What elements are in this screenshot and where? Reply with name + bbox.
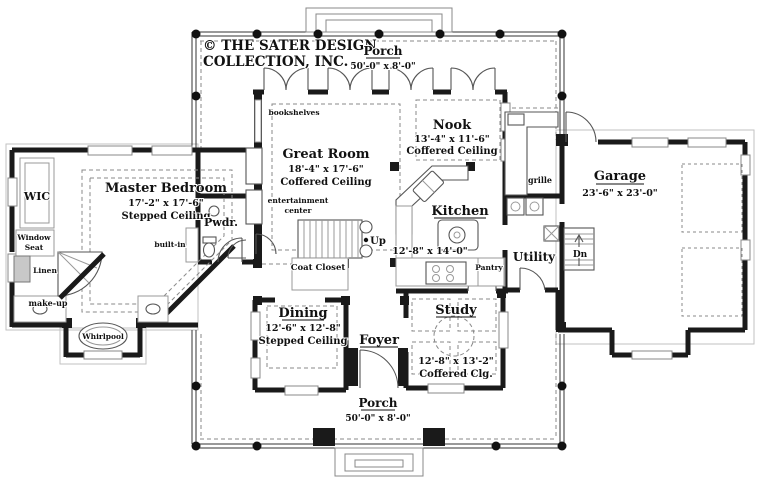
great-room-label: Great Room 18'-4" x 17'-6" Coffered Ceil… — [279, 146, 372, 189]
coat-closet-box — [291, 257, 349, 291]
svg-text:17'-2" x 17'-6": 17'-2" x 17'-6" — [128, 198, 204, 209]
entertainment-niche — [245, 189, 263, 225]
bookshelves-label: bookshelves — [268, 108, 319, 117]
dining-label: Dining 12'-6" x 12'-8" Stepped Ceiling — [257, 305, 348, 348]
built-in-cabinet — [185, 227, 199, 263]
svg-text:Nook: Nook — [433, 118, 472, 133]
window-seat-bench — [15, 229, 55, 257]
porch-steps-top — [305, 7, 453, 33]
svg-text:Study: Study — [435, 303, 477, 318]
svg-text:Porch: Porch — [363, 44, 402, 58]
french-doors — [263, 67, 496, 91]
svg-text:Dining: Dining — [278, 306, 327, 321]
svg-text:Seat: Seat — [25, 243, 44, 252]
stairs-down — [563, 227, 595, 271]
svg-text:entertainment: entertainment — [268, 196, 329, 205]
porch-steps-bottom — [313, 428, 445, 477]
porch-bottom-label: Porch 50'-0" x 8'-0" — [344, 395, 411, 425]
windows — [7, 102, 751, 396]
labels: © THE SATER DESIGN COLLECTION, INC. Porc… — [15, 37, 659, 425]
svg-text:Master Bedroom: Master Bedroom — [105, 181, 227, 196]
coat-closet-label: Coat Closet — [291, 263, 346, 273]
closet-door — [255, 233, 277, 255]
pwdr-fixtures — [202, 205, 220, 258]
pwdr-sink — [208, 205, 220, 217]
porch-top-label: Porch 50'-0" x 8'-0" — [349, 43, 416, 73]
svg-text:50'-0" x 8'-0": 50'-0" x 8'-0" — [345, 414, 410, 424]
dn-label: Dn — [572, 249, 589, 261]
pwdr-door — [227, 239, 247, 259]
grille-label: grille — [528, 175, 552, 185]
copyright-line1: © THE SATER DESIGN — [203, 38, 377, 54]
svg-text:center: center — [285, 206, 313, 215]
svg-text:50'-0" x 8'-0": 50'-0" x 8'-0" — [350, 62, 415, 72]
foyer-label: Foyer — [358, 332, 400, 349]
svg-text:Coffered Ceiling: Coffered Ceiling — [406, 146, 497, 157]
nook-label: Nook 13'-4" x 11'-6" Coffered Ceiling — [405, 117, 498, 158]
svg-text:Window: Window — [16, 233, 51, 242]
porch-columns — [191, 29, 567, 451]
kitchen-sink — [412, 170, 444, 202]
makeup-label: make-up — [28, 298, 67, 308]
svg-text:Kitchen: Kitchen — [431, 204, 489, 219]
linen-label: Linen — [33, 266, 57, 275]
study-label: Study 12'-8" x 13'-2" Coffered Clg. — [417, 302, 495, 381]
utility-label: Utility — [512, 249, 557, 265]
svg-text:Coffered Ceiling: Coffered Ceiling — [280, 177, 371, 188]
up-label: Up — [369, 235, 387, 248]
pantry-closet — [477, 257, 505, 287]
svg-text:12'-8" x 14'-0": 12'-8" x 14'-0" — [392, 246, 468, 257]
garage-label: Garage 23'-6" x 23'-0" — [581, 168, 659, 200]
grille-sink — [507, 113, 525, 126]
whirlpool-label: Whirlpool — [81, 332, 124, 341]
garage-entry-door — [565, 111, 597, 143]
svg-text:Utility: Utility — [513, 250, 556, 264]
bookshelf-niche — [254, 99, 262, 143]
svg-text:18'-4" x 17'-6": 18'-4" x 17'-6" — [288, 164, 364, 175]
built-in-label: built-in — [154, 240, 186, 249]
svg-text:Porch: Porch — [358, 396, 397, 410]
svg-text:Garage: Garage — [594, 169, 646, 184]
entertainment-center-label: entertainment center — [267, 195, 330, 216]
utility-door — [519, 267, 546, 291]
svg-text:12'-8" x 13'-2": 12'-8" x 13'-2" — [418, 356, 494, 367]
svg-text:Coffered Clg.: Coffered Clg. — [419, 369, 493, 380]
grille-counter — [504, 111, 559, 196]
svg-text:13'-4" x 11'-6": 13'-4" x 11'-6" — [414, 134, 490, 145]
wic-label: WIC — [23, 190, 50, 203]
master-suite-fixtures — [13, 157, 199, 350]
svg-text:Foyer: Foyer — [359, 333, 399, 348]
master-bedroom-label: Master Bedroom 17'-2" x 17'-6" Stepped C… — [104, 180, 228, 223]
svg-text:Dn: Dn — [573, 250, 588, 260]
pantry-label: Pantry — [475, 263, 503, 272]
range — [425, 261, 467, 285]
toilet — [202, 242, 216, 258]
stairs-up — [297, 219, 373, 259]
window-seat-label: Window Seat — [15, 232, 52, 253]
pwdr-label: Pwdr. — [204, 216, 238, 229]
linen-closet — [13, 255, 31, 283]
great-room-niches — [245, 99, 349, 291]
utility-fixtures — [506, 197, 560, 242]
copyright-line2: COLLECTION, INC. — [203, 54, 348, 70]
svg-text:Up: Up — [370, 236, 386, 247]
svg-text:Stepped Ceiling: Stepped Ceiling — [121, 211, 210, 222]
front-door — [359, 349, 399, 389]
svg-text:Stepped Ceiling: Stepped Ceiling — [258, 336, 347, 347]
svg-text:12'-6" x 12'-8": 12'-6" x 12'-8" — [265, 323, 341, 334]
kitchen-label: Kitchen 12'-8" x 14'-0" — [391, 203, 490, 258]
svg-text:23'-6" x 23'-0": 23'-6" x 23'-0" — [582, 188, 658, 199]
svg-text:Great Room: Great Room — [282, 147, 369, 162]
fireplace — [245, 147, 263, 185]
kitchen-fixtures — [395, 165, 506, 287]
